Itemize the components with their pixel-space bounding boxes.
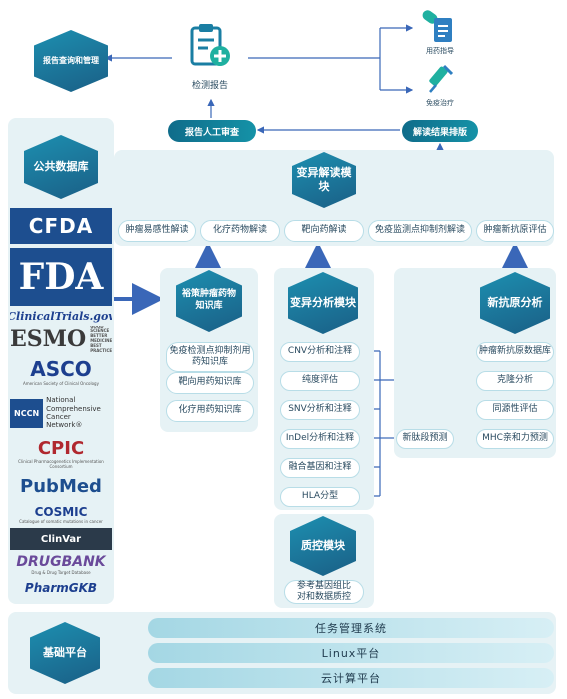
esmo-logo-text: ESMO xyxy=(10,326,87,352)
variant-hex: 变异分析模块 xyxy=(288,272,358,334)
cosmic-logo: COSMIC Catalogue of somatic mutations in… xyxy=(10,502,112,526)
drugbank-logo-text: DRUGBANK xyxy=(16,553,106,570)
cosmic-logo-text: COSMIC xyxy=(34,504,88,519)
fda-logo-text: FDA xyxy=(18,256,104,298)
pharmgkb-logo-text: PharmGKB xyxy=(24,581,98,595)
neoantigen-item: 同源性评估 xyxy=(476,400,554,420)
public-db-panel xyxy=(8,118,114,604)
report-query-hex: 报告查询和管理 xyxy=(34,30,108,92)
cpic-logo: CPIC Clinical Pharmacogenetics Implement… xyxy=(10,436,112,470)
esmo-logo-sub: GOOD SCIENCE BETTER MEDICINE BEST PRACTI… xyxy=(90,326,112,352)
clinicaltrials-logo: ClinicalTrials.gov xyxy=(10,308,112,324)
qc-title: 质控模块 xyxy=(301,538,345,552)
variant-item: HLA分型 xyxy=(280,487,360,507)
base-bar: Linux平台 xyxy=(148,643,554,663)
variant-item: 融合基因和注释 xyxy=(280,458,360,478)
esmo-logo: ESMO GOOD SCIENCE BETTER MEDICINE BEST P… xyxy=(10,326,112,352)
manual-review-pill: 报告人工审查 xyxy=(168,120,256,142)
cpic-logo-sub: Clinical Pharmacogenetics Implementation… xyxy=(18,458,104,469)
nccn-logo: NCCN National Comprehensive Cancer Netwo… xyxy=(10,392,112,434)
variant-item: InDel分析和注释 xyxy=(280,429,360,449)
interpret-item: 化疗药物解读 xyxy=(200,220,280,242)
neoantigen-item: 肿瘤新抗原数据库 xyxy=(476,342,554,362)
cfda-logo-text: CFDA xyxy=(28,214,94,238)
variant-item: CNV分析和注释 xyxy=(280,342,360,362)
neoantigen-item: MHC亲和力预测 xyxy=(476,429,554,449)
peptide-prediction-pill: 新肽段预测 xyxy=(396,429,454,449)
drugbank-logo-sub: Drug & Drug Target Database xyxy=(31,569,91,575)
pubmed-logo-text: PubMed xyxy=(20,475,102,497)
nccn-logo-text: NCCN xyxy=(10,398,44,428)
base-title: 基础平台 xyxy=(43,645,87,659)
neoantigen-title: 新抗原分析 xyxy=(487,295,543,309)
medication-guide-label: 用药指导 xyxy=(426,47,454,55)
qc-hex: 质控模块 xyxy=(290,516,356,576)
asco-logo-sub: American Society of Clinical Oncology xyxy=(23,380,99,386)
asco-logo-text: ASCO xyxy=(30,356,92,381)
interpret-item: 免疫监测点抑制剂解读 xyxy=(368,220,472,242)
cfda-logo: CFDA xyxy=(10,208,112,244)
qc-item: 参考基因组比对和数据质控 xyxy=(284,580,364,604)
syringe-icon xyxy=(422,62,458,98)
fda-logo: FDA xyxy=(10,248,112,306)
interpret-item: 肿瘤易感性解读 xyxy=(118,220,196,242)
variant-item: 纯度评估 xyxy=(280,371,360,391)
variant-item: SNV分析和注释 xyxy=(280,400,360,420)
base-bar: 云计算平台 xyxy=(148,668,554,688)
knowledge-hex: 裕策肿瘤药物知识库 xyxy=(176,270,242,332)
pill-document-icon xyxy=(418,6,458,46)
pharmgkb-logo: PharmGKB xyxy=(10,578,112,598)
knowledge-item: 化疗用药知识库 xyxy=(166,400,254,422)
public-db-title: 公共数据库 xyxy=(33,159,89,173)
neoantigen-hex: 新抗原分析 xyxy=(480,272,550,334)
interpretation-layout-pill: 解读结果排版 xyxy=(402,120,478,142)
interpret-title: 变异解读模块 xyxy=(296,165,352,193)
clinvar-logo: ClinVar xyxy=(10,528,112,550)
test-report-label: 检测报告 xyxy=(191,81,228,91)
immunotherapy-label: 免疫治疗 xyxy=(426,99,454,107)
public-db-hex: 公共数据库 xyxy=(24,135,98,199)
neoantigen-item: 克隆分析 xyxy=(476,371,554,391)
interpret-item: 肿瘤新抗原评估 xyxy=(476,220,554,242)
drugbank-logo: DRUGBANK Drug & Drug Target Database xyxy=(10,552,112,576)
variant-title: 变异分析模块 xyxy=(290,295,356,309)
base-bar: 任务管理系统 xyxy=(148,618,554,638)
cpic-logo-text: CPIC xyxy=(37,437,85,459)
report-query-label: 报告查询和管理 xyxy=(43,55,99,65)
knowledge-item: 靶向用药知识库 xyxy=(166,372,254,394)
clinvar-logo-text: ClinVar xyxy=(40,533,82,545)
pubmed-logo: PubMed xyxy=(10,472,112,500)
knowledge-item: 免疫检测点抑制剂用药知识库 xyxy=(166,342,254,372)
nccn-logo-sub: National Comprehensive Cancer Network® xyxy=(46,396,101,430)
interpret-item: 靶向药解读 xyxy=(284,220,364,242)
clinicaltrials-logo-text: ClinicalTrials.gov xyxy=(10,309,112,323)
cosmic-logo-sub: Catalogue of somatic mutations in cancer xyxy=(19,518,103,524)
knowledge-title: 裕策肿瘤药物知识库 xyxy=(182,289,237,311)
asco-logo: ASCO American Society of Clinical Oncolo… xyxy=(10,352,112,390)
clipboard-plus-icon xyxy=(186,22,234,70)
